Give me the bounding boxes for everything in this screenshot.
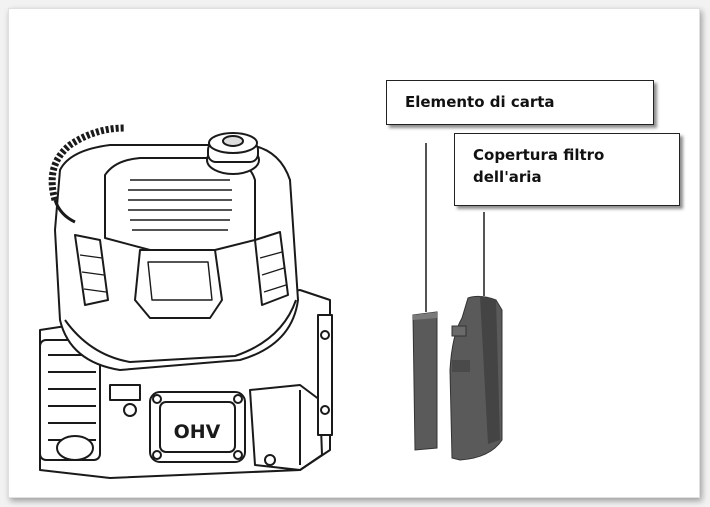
label-air-filter-cover-line1: Copertura filtro <box>473 146 605 164</box>
label-air-filter-cover-line2: dell'aria <box>473 168 542 186</box>
label-paper-element: Elemento di carta <box>386 80 654 125</box>
air-filter-cover-part <box>449 295 503 461</box>
valve-plate-text: OHV <box>174 421 221 443</box>
label-paper-element-text: Elemento di carta <box>405 93 555 111</box>
paper-element-part <box>412 311 438 451</box>
label-air-filter-cover: Copertura filtro dell'aria <box>454 133 680 206</box>
engine-illustration <box>39 124 333 479</box>
